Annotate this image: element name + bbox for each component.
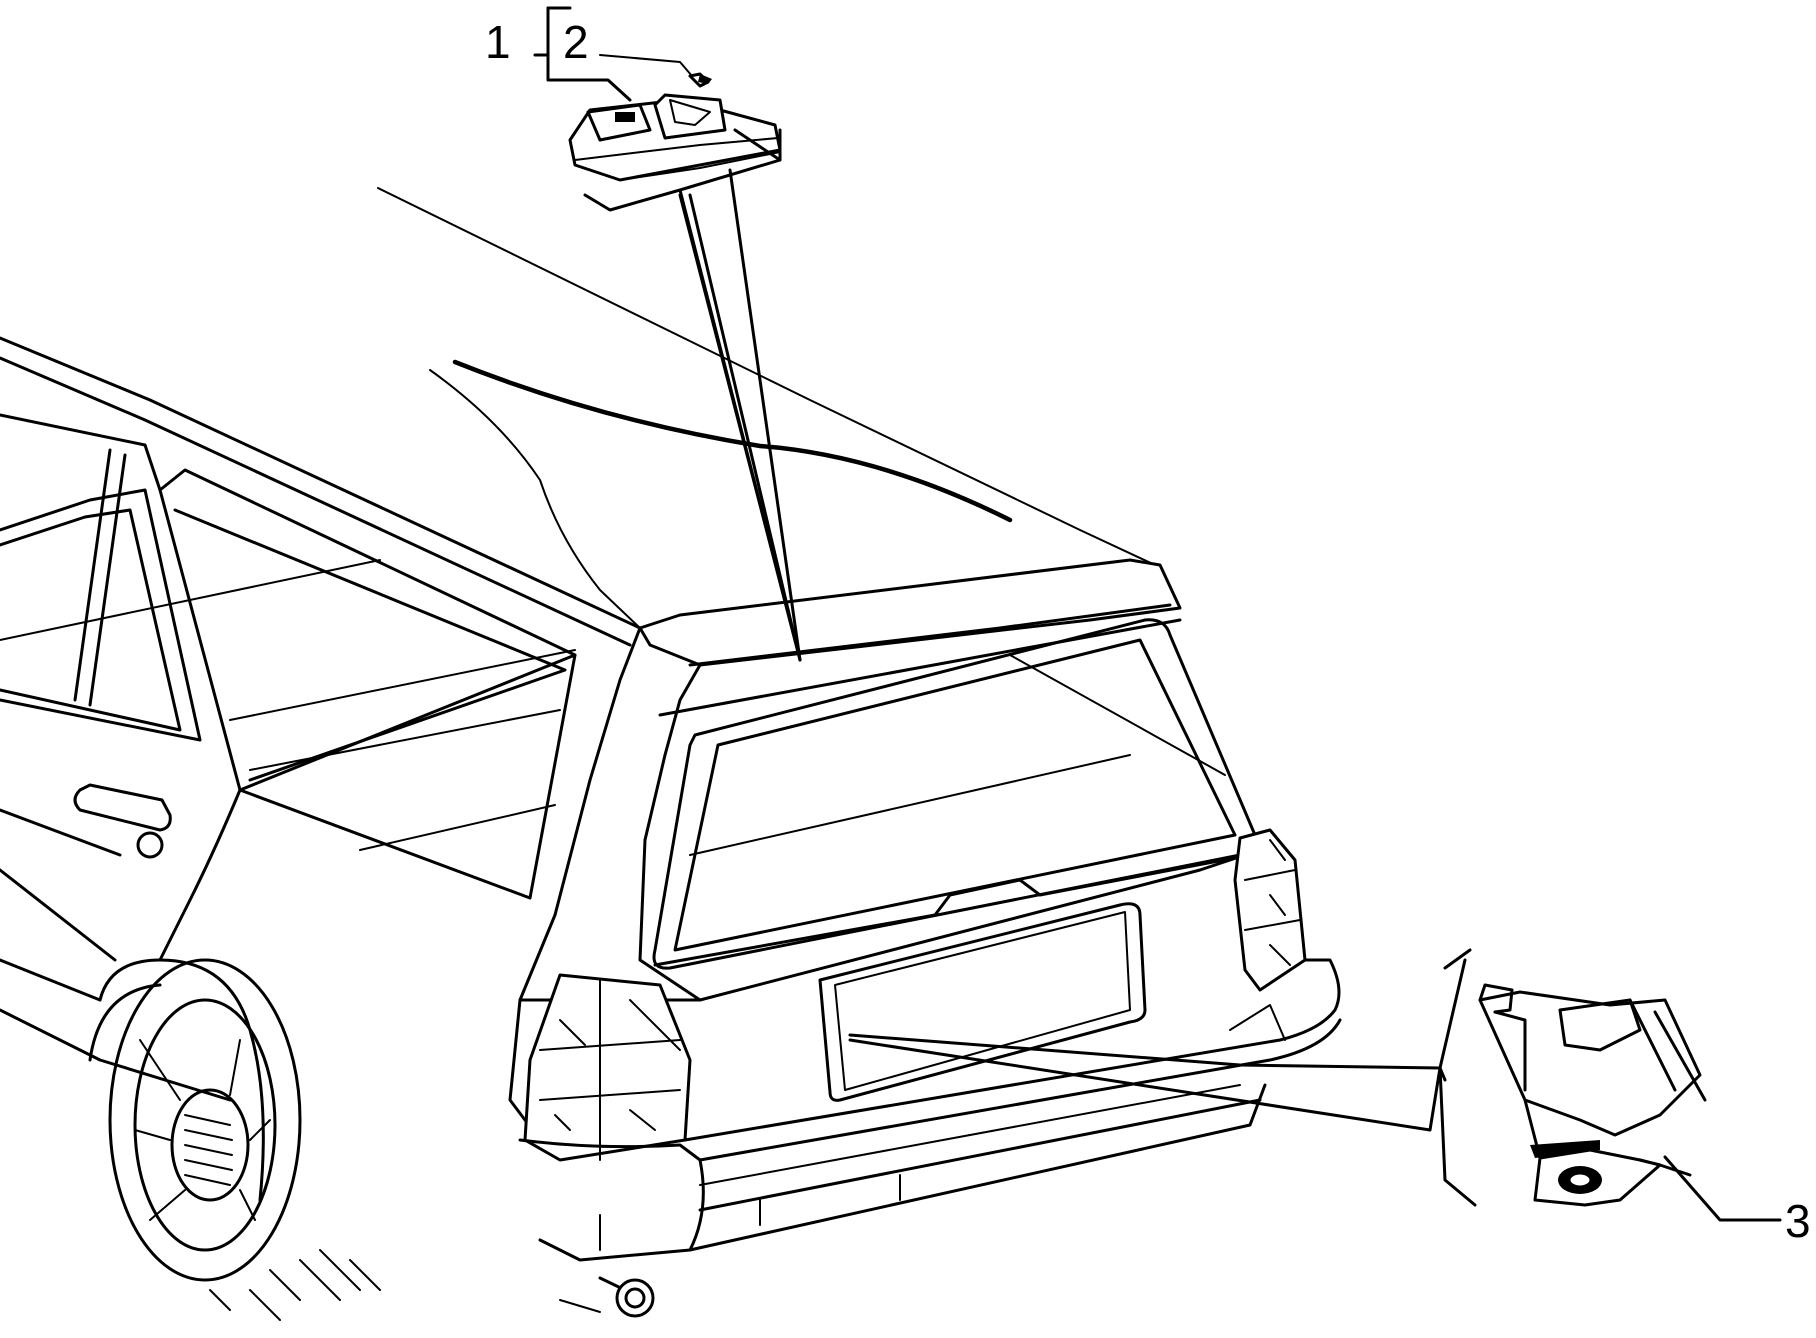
callout-3-leader (1663, 1155, 1782, 1222)
callout-3: 3 (1785, 1195, 1811, 1247)
plate-lamp-pointer-lines (848, 958, 1477, 1207)
license-plate-lamp-assembly (1478, 983, 1707, 1207)
callout-1: 1 (485, 16, 511, 68)
callout-bracket-1-2 (533, 6, 632, 102)
callout-2: 2 (563, 16, 589, 68)
interior-lamp-assembly (568, 54, 782, 182)
station-wagon-rear-view (0, 187, 1342, 1321)
